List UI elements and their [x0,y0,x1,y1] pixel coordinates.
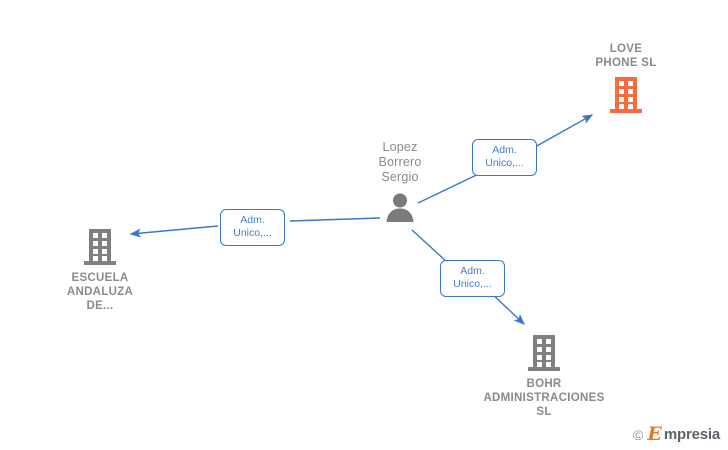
building-icon[interactable] [564,76,688,114]
building-icon[interactable] [463,334,625,372]
company-name-escuela-andaluza: ESCUELA ANDALUZA DE... [66,272,134,312]
company-node-love-phone[interactable]: LOVE PHONE SL [564,42,688,114]
brand-initial: E [647,423,662,445]
edge-label-love-phone[interactable]: Adm. Unico,... [472,139,537,176]
brand-name: mpresia [663,426,720,443]
edge-label-escuela[interactable]: Adm. Unico,... [220,209,285,246]
company-node-bohr-administraciones[interactable]: BOHR ADMINISTRACIONES SL [463,334,625,419]
company-node-escuela-andaluza[interactable]: ESCUELA ANDALUZA DE... [48,228,152,313]
edge-label-bohr[interactable]: Adm. Unico,... [440,260,505,297]
copyright-icon: © [633,426,644,443]
person-node-lopez-borrero-sergio[interactable]: Lopez Borrero Sergio [350,140,450,223]
company-name-love-phone: LOVE PHONE SL [595,43,657,69]
person-name: Lopez Borrero Sergio [378,140,422,184]
building-icon[interactable] [48,228,152,266]
empresia-watermark: © E mpresia [633,425,720,444]
company-name-bohr-administraciones: BOHR ADMINISTRACIONES SL [483,378,605,418]
person-icon[interactable] [350,191,450,223]
